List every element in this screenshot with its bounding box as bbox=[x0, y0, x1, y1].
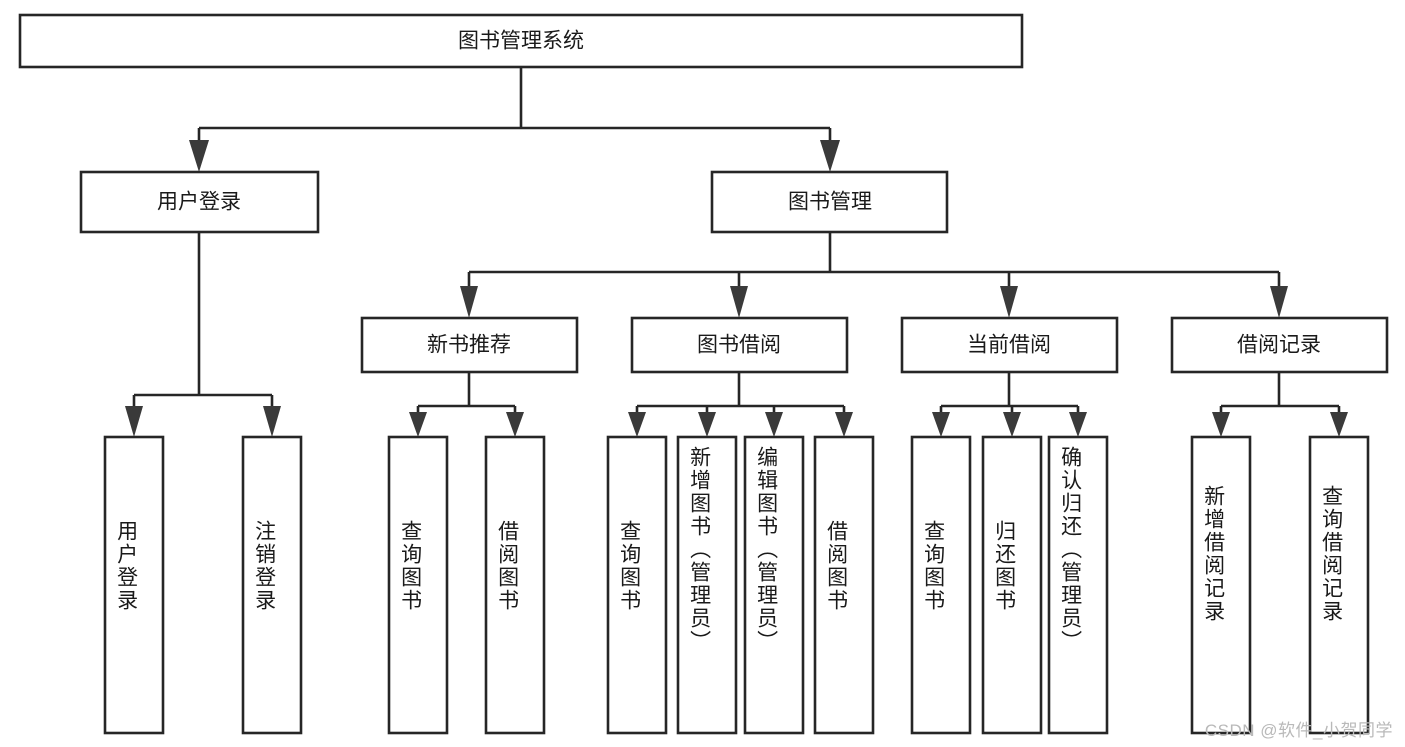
node-leaf-search-book-borrow-box[interactable] bbox=[606, 435, 668, 735]
node-leaf-search-borrow-record[interactable]: 查询借阅记录 bbox=[1308, 435, 1370, 735]
node-leaf-borrow-book-label: 借阅图书 bbox=[825, 520, 849, 612]
arrow-head-leaf-11 bbox=[1212, 412, 1230, 437]
node-leaf-search-book-new[interactable]: 查询图书 bbox=[387, 435, 449, 735]
arrow-head-leaf-3 bbox=[506, 412, 524, 437]
node-leaf-return-book[interactable]: 归还图书 bbox=[981, 435, 1043, 735]
node-leaf-user-login-label: 用户登录 bbox=[115, 520, 139, 612]
node-leaf-borrow-book-new-box[interactable] bbox=[484, 435, 546, 735]
node-borrow-record-label: 借阅记录 bbox=[1237, 334, 1321, 357]
arrow-head-leaf-7 bbox=[835, 412, 853, 437]
node-leaf-borrow-book-new[interactable]: 借阅图书 bbox=[484, 435, 546, 735]
arrow-head-leaf-2 bbox=[409, 412, 427, 437]
node-leaf-edit-book-admin-box[interactable] bbox=[743, 435, 805, 735]
node-leaf-return-book-label: 归还图书 bbox=[993, 520, 1017, 612]
node-leaf-add-borrow-record-box[interactable] bbox=[1190, 435, 1252, 735]
node-new-book-recommend-box[interactable] bbox=[360, 316, 579, 374]
node-leaf-add-borrow-record-label: 新增借阅记录 bbox=[1202, 485, 1226, 623]
arrow-head-leaf-10 bbox=[1069, 412, 1087, 437]
node-root-box[interactable] bbox=[18, 13, 1024, 69]
node-book-management-box[interactable] bbox=[710, 170, 949, 234]
arrow-head-leaf-1 bbox=[263, 406, 281, 437]
node-leaf-add-book-admin-label: 新增图书（管理员） bbox=[688, 446, 712, 653]
node-root-label: 图书管理系统 bbox=[458, 30, 584, 53]
node-current-borrow-box[interactable] bbox=[900, 316, 1119, 374]
node-leaf-confirm-return-admin-label: 确认归还（管理员） bbox=[1059, 446, 1083, 653]
arrow-head-l3-1 bbox=[730, 286, 748, 318]
node-leaf-search-book-current-label: 查询图书 bbox=[922, 520, 946, 612]
node-leaf-borrow-book-new-label: 借阅图书 bbox=[496, 520, 520, 612]
node-leaf-search-book-current[interactable]: 查询图书 bbox=[910, 435, 972, 735]
node-user-login-label: 用户登录 bbox=[157, 191, 241, 214]
node-current-borrow-label: 当前借阅 bbox=[967, 334, 1051, 357]
node-book-borrow-label: 图书借阅 bbox=[697, 334, 781, 357]
node-leaf-edit-book-admin[interactable]: 编辑图书（管理员） bbox=[743, 435, 805, 735]
node-leaf-add-borrow-record[interactable]: 新增借阅记录 bbox=[1190, 435, 1252, 735]
arrow-head-leaf-0 bbox=[125, 406, 143, 437]
node-leaf-user-login-box[interactable] bbox=[103, 435, 165, 735]
node-leaf-user-login[interactable]: 用户登录 bbox=[103, 435, 165, 735]
node-borrow-record-box[interactable] bbox=[1170, 316, 1389, 374]
node-book-borrow[interactable]: 图书借阅 bbox=[630, 316, 849, 374]
node-current-borrow[interactable]: 当前借阅 bbox=[900, 316, 1119, 374]
node-leaf-edit-book-admin-label: 编辑图书（管理员） bbox=[755, 446, 779, 653]
node-leaf-return-book-box[interactable] bbox=[981, 435, 1043, 735]
node-leaf-logout-box[interactable] bbox=[241, 435, 303, 735]
node-root[interactable]: 图书管理系统 bbox=[18, 13, 1024, 69]
arrow-head-l3-0 bbox=[460, 286, 478, 318]
node-leaf-search-book-borrow-label: 查询图书 bbox=[618, 520, 642, 612]
node-leaf-add-book-admin[interactable]: 新增图书（管理员） bbox=[676, 435, 738, 735]
node-leaf-borrow-book[interactable]: 借阅图书 bbox=[813, 435, 875, 735]
node-leaf-search-book-new-box[interactable] bbox=[387, 435, 449, 735]
arrow-head-l3-2 bbox=[1000, 286, 1018, 318]
node-new-book-recommend-label: 新书推荐 bbox=[427, 334, 511, 357]
node-new-book-recommend[interactable]: 新书推荐 bbox=[360, 316, 579, 374]
node-leaf-borrow-book-box[interactable] bbox=[813, 435, 875, 735]
node-leaf-search-borrow-record-box[interactable] bbox=[1308, 435, 1370, 735]
node-borrow-record[interactable]: 借阅记录 bbox=[1170, 316, 1389, 374]
arrow-head-leaf-4 bbox=[628, 412, 646, 437]
node-leaf-search-book-borrow[interactable]: 查询图书 bbox=[606, 435, 668, 735]
node-leaf-logout[interactable]: 注销登录 bbox=[241, 435, 303, 735]
arrow-head-l3-3 bbox=[1270, 286, 1288, 318]
node-user-login-box[interactable] bbox=[79, 170, 320, 234]
node-leaf-search-borrow-record-label: 查询借阅记录 bbox=[1320, 485, 1344, 623]
arrow-head-leaf-6 bbox=[765, 412, 783, 437]
node-leaf-add-book-admin-box[interactable] bbox=[676, 435, 738, 735]
node-book-borrow-box[interactable] bbox=[630, 316, 849, 374]
arrow-head-leaf-5 bbox=[698, 412, 716, 437]
node-leaf-confirm-return-admin-box[interactable] bbox=[1047, 435, 1109, 735]
node-leaf-search-book-new-label: 查询图书 bbox=[399, 520, 423, 612]
arrow-head-leaf-9 bbox=[1003, 412, 1021, 437]
connector-layer bbox=[125, 67, 1348, 437]
node-leaf-search-book-current-box[interactable] bbox=[910, 435, 972, 735]
node-book-management-label: 图书管理 bbox=[788, 191, 872, 214]
arrow-head-user-login bbox=[189, 140, 209, 172]
node-user-login[interactable]: 用户登录 bbox=[79, 170, 320, 234]
node-leaf-confirm-return-admin[interactable]: 确认归还（管理员） bbox=[1047, 435, 1109, 735]
arrow-head-book-mgmt bbox=[820, 140, 840, 172]
node-leaf-logout-label: 注销登录 bbox=[253, 520, 277, 612]
node-book-management[interactable]: 图书管理 bbox=[710, 170, 949, 234]
arrow-head-leaf-12 bbox=[1330, 412, 1348, 437]
arrow-head-leaf-8 bbox=[932, 412, 950, 437]
